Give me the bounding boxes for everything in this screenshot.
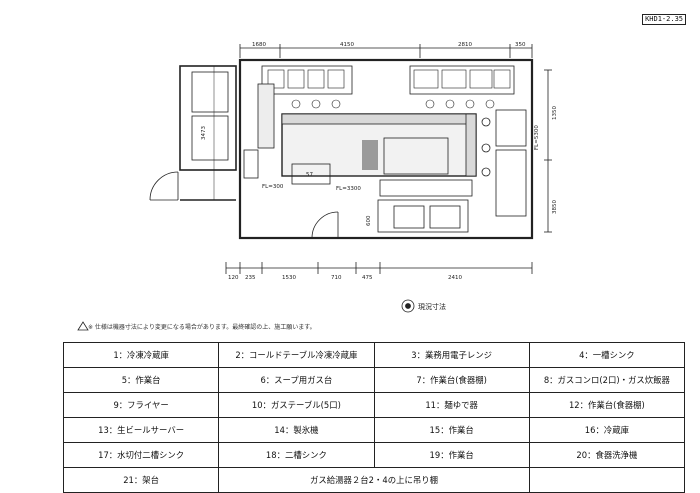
legend-cell: 5：作業台 xyxy=(62,367,220,393)
top-counter-right xyxy=(409,65,515,95)
legend-cell: 10：ガステーブル(5口) xyxy=(218,392,375,418)
top-counter-left xyxy=(261,65,353,95)
legend-cell: 20：食器洗浄機 xyxy=(528,442,686,468)
legend-cell: 18：二槽シンク xyxy=(218,442,375,468)
drawing-note: ※ 仕様は機器寸法により変更になる場合があります。最終確認の上、施工願います。 xyxy=(88,324,316,331)
left-annex-wall xyxy=(179,65,237,171)
left-refrigerator xyxy=(191,71,229,113)
legend-cell: 14：製氷機 xyxy=(218,417,375,443)
legend-cell-wide: ガス給湯器２台2・4の上に吊り棚 xyxy=(218,467,530,493)
burner-symbols xyxy=(291,99,495,109)
legend-cell: 12：作業台(食器棚) xyxy=(528,392,686,418)
legend-row: 21：架台 ガス給湯器２台2・4の上に吊り棚 xyxy=(62,467,686,493)
two-tank-sink xyxy=(377,199,469,233)
dim-inner-2: FL=3300 xyxy=(336,186,361,192)
work-table-57 xyxy=(291,163,331,185)
legend-row: 13：生ビールサーバー 14：製氷機 15：作業台 16：冷蔵庫 xyxy=(62,417,686,443)
dim-right-2: FL=5300 xyxy=(534,125,540,150)
drawing-stamp: KHD1-2.35 xyxy=(642,14,686,25)
legend-cell: 16：冷蔵庫 xyxy=(528,417,686,443)
kitchen-outer-wall xyxy=(238,58,534,240)
legend-cell: 1：冷凍冷蔵庫 xyxy=(62,342,220,368)
legend-cell xyxy=(528,467,686,493)
inner-door-swing xyxy=(311,211,339,239)
legend-cell: 4：一槽シンク xyxy=(528,342,686,368)
dim-top-3: 2810 xyxy=(458,42,472,48)
right-refrigerator xyxy=(495,109,527,147)
dim-bottom-2: 235 xyxy=(245,275,256,281)
dim-right-3: 3850 xyxy=(552,200,558,214)
dim-bottom-6: 2410 xyxy=(448,275,462,281)
dim-top-1: 1680 xyxy=(252,42,266,48)
dim-bottom-3: 1530 xyxy=(282,275,296,281)
dim-bottom-1: 120 xyxy=(228,275,239,281)
legend-row: 9：フライヤー 10：ガステーブル(5口) 11：麺ゆで器 12：作業台(食器棚… xyxy=(62,392,686,418)
dim-inner-4: 57 xyxy=(306,172,313,178)
north-label: 現況寸法 xyxy=(418,302,446,311)
dim-top-2: 4150 xyxy=(340,42,354,48)
dim-bottom-5: 475 xyxy=(362,275,373,281)
legend-cell: 15：作業台 xyxy=(373,417,530,443)
legend-cell: 8：ガスコンロ(2口)・ガス炊飯器 xyxy=(528,367,686,393)
warning-icon xyxy=(77,321,89,331)
legend-cell: 9：フライヤー xyxy=(62,392,220,418)
legend-cell: 6：スープ用ガス台 xyxy=(218,367,375,393)
legend-cell: 3：業務用電子レンジ xyxy=(373,342,530,368)
dim-left: 3473 xyxy=(201,126,207,140)
equipment-legend-table: 1：冷凍冷蔵庫 2：コールドテーブル冷凍冷蔵庫 3：業務用電子レンジ 4：一槽シ… xyxy=(62,342,686,493)
legend-row: 1：冷凍冷蔵庫 2：コールドテーブル冷凍冷蔵庫 3：業務用電子レンジ 4：一槽シ… xyxy=(62,342,686,368)
dishwasher xyxy=(495,149,527,217)
legend-row: 5：作業台 6：スープ用ガス台 7：作業台(食器棚) 8：ガスコンロ(2口)・ガ… xyxy=(62,367,686,393)
legend-cell: 13：生ビールサーバー xyxy=(62,417,220,443)
dim-inner-3: 600 xyxy=(366,215,372,226)
dim-bottom-4: 710 xyxy=(331,275,342,281)
dim-top-4: 350 xyxy=(515,42,526,48)
door-swing xyxy=(149,171,179,201)
legend-cell: 7：作業台(食器棚) xyxy=(373,367,530,393)
dim-right-1: 1350 xyxy=(552,106,558,120)
legend-cell: 17：水切付二槽シンク xyxy=(62,442,220,468)
legend-cell: 2：コールドテーブル冷凍冷蔵庫 xyxy=(218,342,375,368)
north-marker-icon xyxy=(401,299,415,313)
island-sink xyxy=(383,137,449,175)
kitchen-floor-plan: 1680 4150 2810 350 120 235 1530 710 475 … xyxy=(77,42,558,331)
legend-cell: 11：麺ゆで器 xyxy=(373,392,530,418)
dim-inner-1: FL=300 xyxy=(262,184,284,190)
legend-cell: 19：作業台 xyxy=(373,442,530,468)
legend-row: 17：水切付二槽シンク 18：二槽シンク 19：作業台 20：食器洗浄機 xyxy=(62,442,686,468)
legend-cell: 21：架台 xyxy=(62,467,220,493)
